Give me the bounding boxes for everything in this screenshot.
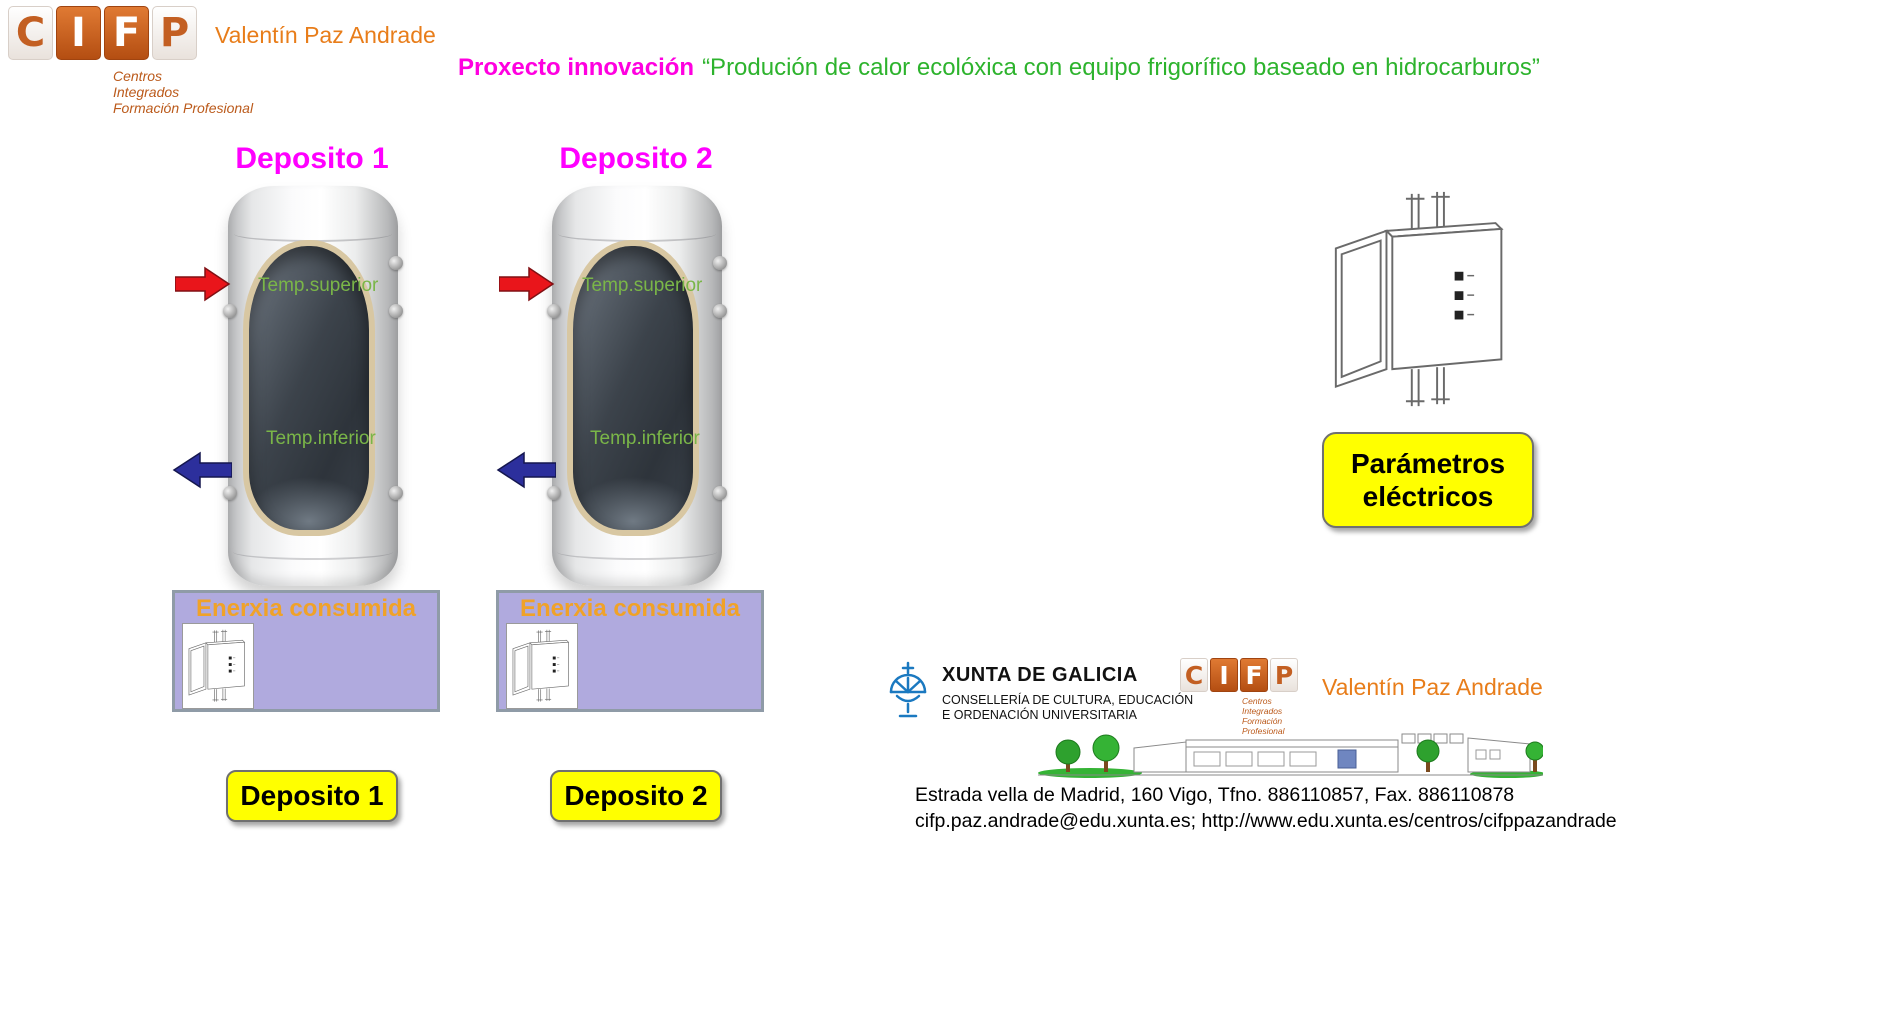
cifp-logo-subtext: Centros Integrados Formación Profesional xyxy=(113,68,268,116)
cifp-logo-tile: P xyxy=(1270,658,1298,692)
hot-inlet-arrow-icon xyxy=(175,266,231,302)
tank-cutaway xyxy=(567,240,699,536)
cifp-subtext-line: Integrados xyxy=(113,84,180,100)
school-building-illustration xyxy=(1038,733,1543,778)
tank-nozzle xyxy=(389,486,403,500)
cold-outlet-arrow-icon xyxy=(172,451,232,489)
project-title-line: Proxecto innovación “Produción de calor e… xyxy=(458,54,1540,82)
address-block: Estrada vella de Madrid, 160 Vigo, Tfno.… xyxy=(915,782,1617,834)
tank-nozzle xyxy=(389,304,403,318)
project-title: “Produción de calor ecolóxica con equipo… xyxy=(702,54,1540,81)
school-name: Valentín Paz Andrade xyxy=(215,22,436,48)
parametros-button-line: Parámetros xyxy=(1350,448,1506,479)
cifp-subtext-line: Centros xyxy=(113,68,163,84)
cifp-logo-tile: I xyxy=(56,6,101,60)
tank-image: Temp.superior Temp.inferior xyxy=(547,186,727,586)
parametros-button-line: eléctricos xyxy=(1362,481,1494,512)
hot-inlet-arrow-icon xyxy=(499,266,555,302)
energy-panel-title: Enerxia consumida xyxy=(519,595,741,622)
tank-section-deposito-2: Deposito 2 Temp.superior Temp.inferior E… xyxy=(496,142,766,842)
energy-cabinet-icon xyxy=(182,623,254,709)
electrical-cabinet-icon xyxy=(1334,190,1503,408)
tank-section-deposito-1: Deposito 1 Temp.superior Temp.inferior E… xyxy=(172,142,442,842)
tank-image: Temp.superior Temp.inferior xyxy=(223,186,403,586)
tank-nozzle xyxy=(547,304,561,318)
cifp-subtext-line: Integrados xyxy=(1242,706,1283,716)
tank-title: Deposito 2 xyxy=(559,142,713,175)
cifp-logo-tile: P xyxy=(152,6,197,60)
tank-nozzle xyxy=(223,304,237,318)
project-label: Proxecto innovación xyxy=(458,54,695,81)
xunta-dept-line: CONSELLERÍA DE CULTURA, EDUCACIÓN xyxy=(942,693,1194,707)
tank-title: Deposito 1 xyxy=(235,142,389,175)
deposito-1-button[interactable]: Deposito 1 xyxy=(226,770,398,822)
school-name-footer: Valentín Paz Andrade xyxy=(1322,674,1543,700)
tank-nozzle xyxy=(547,486,561,500)
cifp-logo-tile: C xyxy=(8,6,53,60)
energy-panel: Enerxia consumida xyxy=(172,590,440,712)
tank-nozzle xyxy=(713,256,727,270)
tank-nozzle xyxy=(713,304,727,318)
temp-inferior-label: Temp.inferior xyxy=(266,428,376,449)
cifp-logo-tiles: C I F P xyxy=(8,6,268,60)
xunta-logo xyxy=(889,661,927,718)
temp-inferior-label: Temp.inferior xyxy=(590,428,700,449)
cifp-subtext-line: Centros xyxy=(1242,696,1272,706)
tank-cutaway xyxy=(243,240,375,536)
cifp-subtext-line: Formación Profesional xyxy=(113,100,254,116)
xunta-text-block: XUNTA DE GALICIA CONSELLERÍA DE CULTURA,… xyxy=(942,664,1193,723)
xunta-dept-line: E ORDENACIÓN UNIVERSITARIA xyxy=(942,708,1137,722)
cifp-logo-tiles: C I F P xyxy=(1180,658,1320,692)
energy-panel: Enerxia consumida xyxy=(496,590,764,712)
parametros-electricos-button[interactable]: Parámetros eléctricos xyxy=(1322,432,1534,528)
cifp-logo-tile: I xyxy=(1210,658,1238,692)
temp-superior-label: Temp.superior xyxy=(582,275,703,296)
cifp-logo-subtext: Centros Integrados Formación Profesional xyxy=(1242,696,1320,736)
deposito-2-button[interactable]: Deposito 2 xyxy=(550,770,722,822)
tank-nozzle xyxy=(223,486,237,500)
address-line: Estrada vella de Madrid, 160 Vigo, Tfno.… xyxy=(915,784,1515,806)
xunta-name: XUNTA DE GALICIA xyxy=(942,664,1138,686)
tank-nozzle xyxy=(389,256,403,270)
cifp-logo-tile: F xyxy=(104,6,149,60)
cifp-subtext-line: Formación Profesional xyxy=(1242,716,1285,736)
cifp-logo: C I F P Centros Integrados Formación Pro… xyxy=(8,6,268,116)
energy-panel-title: Enerxia consumida xyxy=(195,595,417,622)
cold-outlet-arrow-icon xyxy=(496,451,556,489)
cifp-logo-tile: F xyxy=(1240,658,1268,692)
address-line: cifp.paz.andrade@edu.xunta.es; http://ww… xyxy=(915,810,1617,832)
tank-nozzle xyxy=(713,486,727,500)
energy-cabinet-icon xyxy=(506,623,578,709)
cifp-logo-footer: C I F P Centros Integrados Formación Pro… xyxy=(1180,658,1320,736)
temp-superior-label: Temp.superior xyxy=(258,275,379,296)
cifp-logo-tile: C xyxy=(1180,658,1208,692)
